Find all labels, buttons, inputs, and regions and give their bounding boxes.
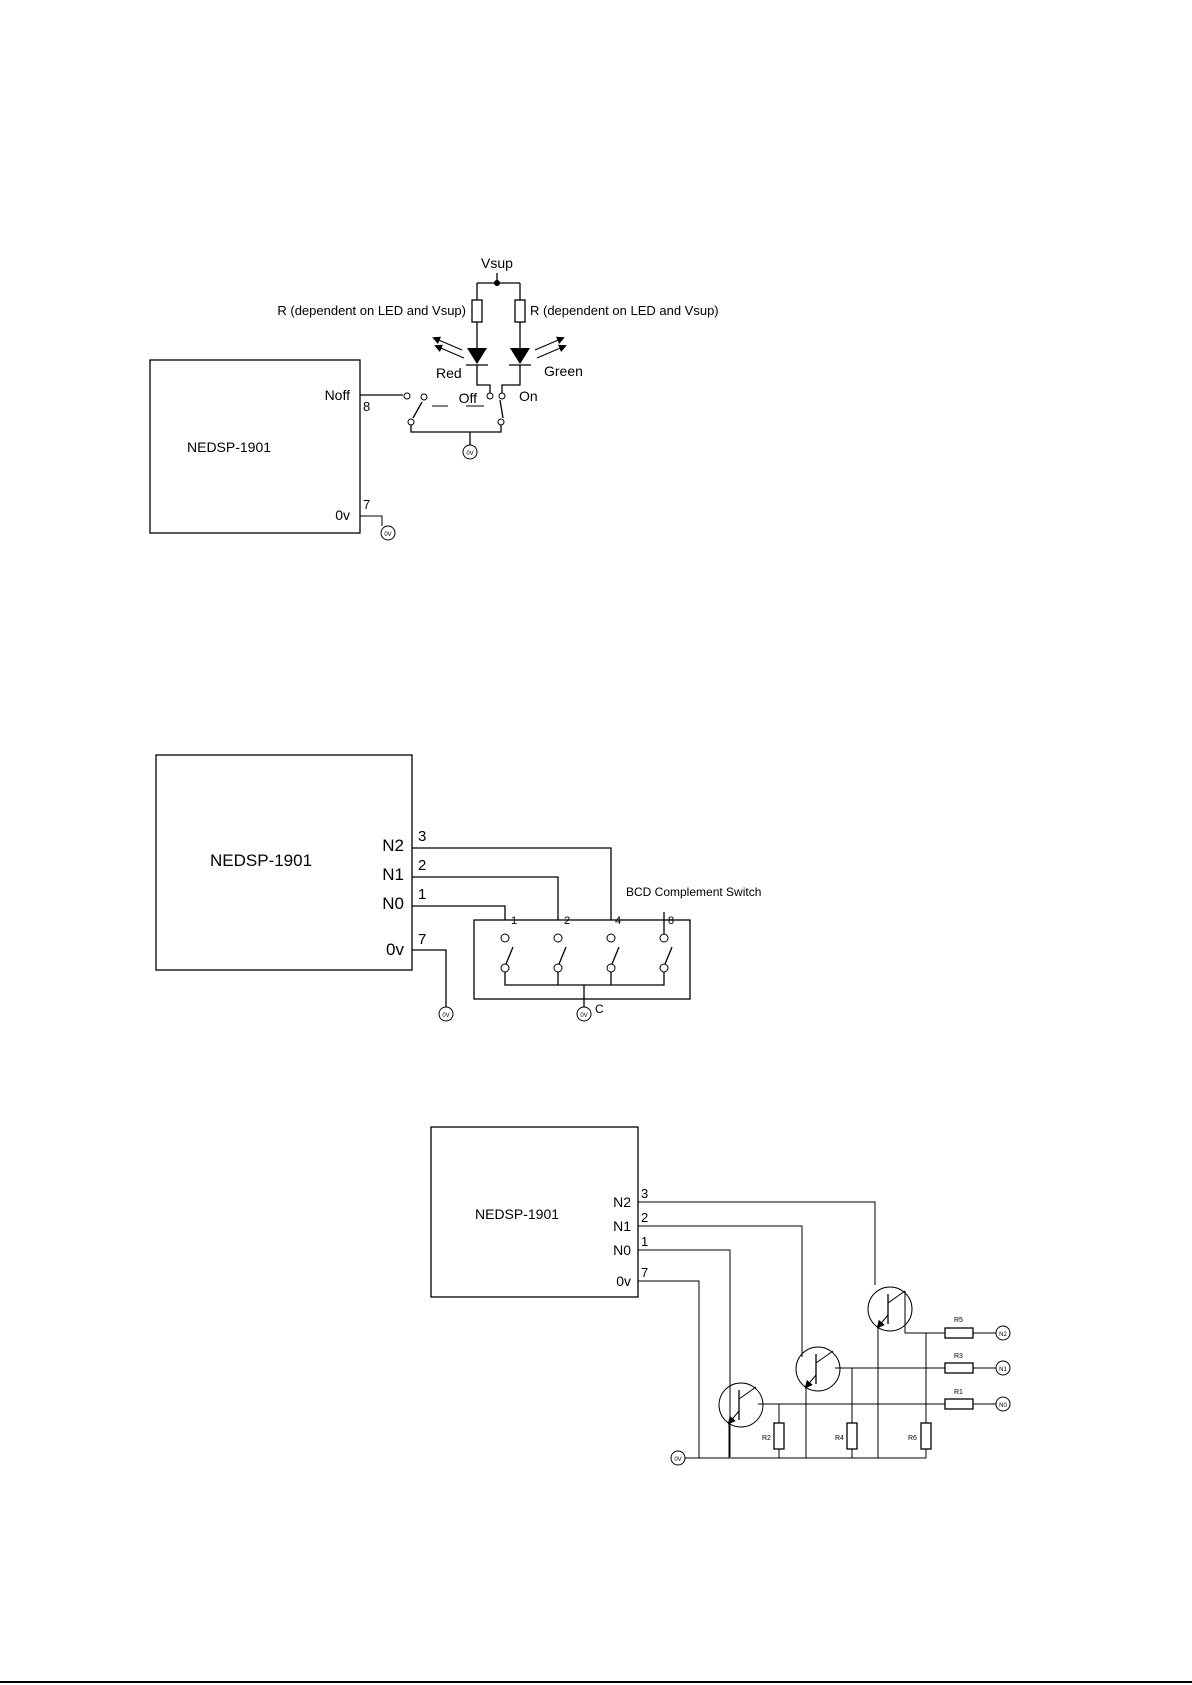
device-label: NEDSP-1901 (187, 439, 271, 455)
switch-contact-on (499, 393, 505, 399)
svg-text:0V: 0V (442, 1013, 449, 1019)
pin-n1-number: 2 (641, 1210, 648, 1225)
transistor-q1 (719, 1383, 763, 1427)
pin-n2-label: N2 (382, 836, 404, 855)
device-label: NEDSP-1901 (475, 1206, 559, 1222)
pin-n2-label: N2 (613, 1194, 631, 1210)
resistor-right-label: R (dependent on LED and Vsup) (530, 303, 719, 318)
wire-0v (412, 950, 446, 1008)
switch-lever-left (413, 402, 422, 418)
device-label: NEDSP-1901 (210, 851, 312, 870)
led-red-light-arrow (434, 338, 462, 350)
svg-text:N2: N2 (999, 1332, 1007, 1338)
diagram-bcd-switch: NEDSP-1901 N2 3 N1 2 N0 1 0v 7 0V BCD Co… (156, 755, 761, 1021)
resistor-r5-label: R5 (954, 1317, 963, 1324)
svg-text:0V: 0V (384, 532, 391, 538)
vsup-label: Vsup (481, 255, 513, 271)
pin-0v-label: 0v (386, 940, 404, 959)
wire-n2 (638, 1202, 875, 1285)
resistor-left (472, 300, 482, 322)
pin-0v-label: 0v (335, 507, 350, 523)
resistor-r1 (945, 1399, 973, 1409)
pin-n1-label: N1 (382, 865, 404, 884)
resistor-r6 (921, 1423, 931, 1449)
switch-label-1: 1 (511, 915, 517, 927)
switch-title: BCD Complement Switch (626, 885, 761, 899)
svg-text:0V: 0V (580, 1013, 587, 1019)
svg-text:0V: 0V (674, 1457, 681, 1463)
pin-n1-number: 2 (418, 857, 426, 874)
led-green-diode (510, 348, 530, 364)
svg-text:0V: 0V (466, 451, 473, 457)
common-label: C (595, 1002, 604, 1016)
switch-input-left (404, 393, 410, 399)
wire-0v (638, 1281, 699, 1458)
pin-0v-number: 7 (363, 497, 370, 512)
diagram-transistor-interface: NEDSP-1901 N2 3 N1 2 N0 1 0v 7 (431, 1127, 1010, 1465)
switch-enclosure (474, 920, 690, 999)
diagram-led-indicator: Vsup R (dependent on LED and Vsup) R (de… (150, 255, 719, 540)
switch-label-8: 8 (668, 915, 674, 927)
pin-0v-label: 0v (616, 1273, 631, 1289)
resistor-r3-label: R3 (954, 1353, 963, 1360)
led-red-label: Red (436, 365, 462, 381)
switch-label-4: 4 (615, 915, 621, 927)
resistor-r1-label: R1 (954, 1389, 963, 1396)
svg-text:N1: N1 (999, 1367, 1007, 1373)
pin-n0-number: 1 (418, 886, 426, 903)
pin-n0-label: N0 (613, 1242, 631, 1258)
switch-off-label: Off (459, 390, 478, 406)
pin-noff-number: 8 (363, 399, 370, 414)
resistor-r2-label: R2 (762, 1435, 771, 1442)
switch-label-2: 2 (564, 915, 570, 927)
pin-n0-number: 1 (641, 1234, 648, 1249)
resistor-r4-label: R4 (835, 1435, 844, 1442)
switch-contact-off (487, 393, 493, 399)
resistor-r2 (774, 1423, 784, 1449)
pin-n0-label: N0 (382, 894, 404, 913)
led-green-label: Green (544, 363, 583, 379)
resistor-r5 (945, 1328, 973, 1338)
resistor-r3 (945, 1363, 973, 1373)
pin-n2-number: 3 (418, 828, 426, 845)
pin-noff-label: Noff (325, 387, 351, 403)
led-red-diode (467, 348, 487, 364)
resistor-r4 (847, 1423, 857, 1449)
pin-n2-number: 3 (641, 1186, 648, 1201)
transistor-q2 (796, 1347, 840, 1391)
pin-n1-label: N1 (613, 1218, 631, 1234)
switch-lever-right (500, 400, 503, 418)
resistor-left-label: R (dependent on LED and Vsup) (277, 303, 466, 318)
switch-on-label: On (519, 388, 538, 404)
ground-wire (360, 516, 382, 526)
svg-text:N0: N0 (999, 1403, 1007, 1409)
resistor-r6-label: R6 (908, 1435, 917, 1442)
wire-n1 (638, 1226, 802, 1357)
pin-0v-number: 7 (418, 931, 426, 948)
pin-0v-number: 7 (641, 1265, 648, 1280)
resistor-right (515, 300, 525, 322)
